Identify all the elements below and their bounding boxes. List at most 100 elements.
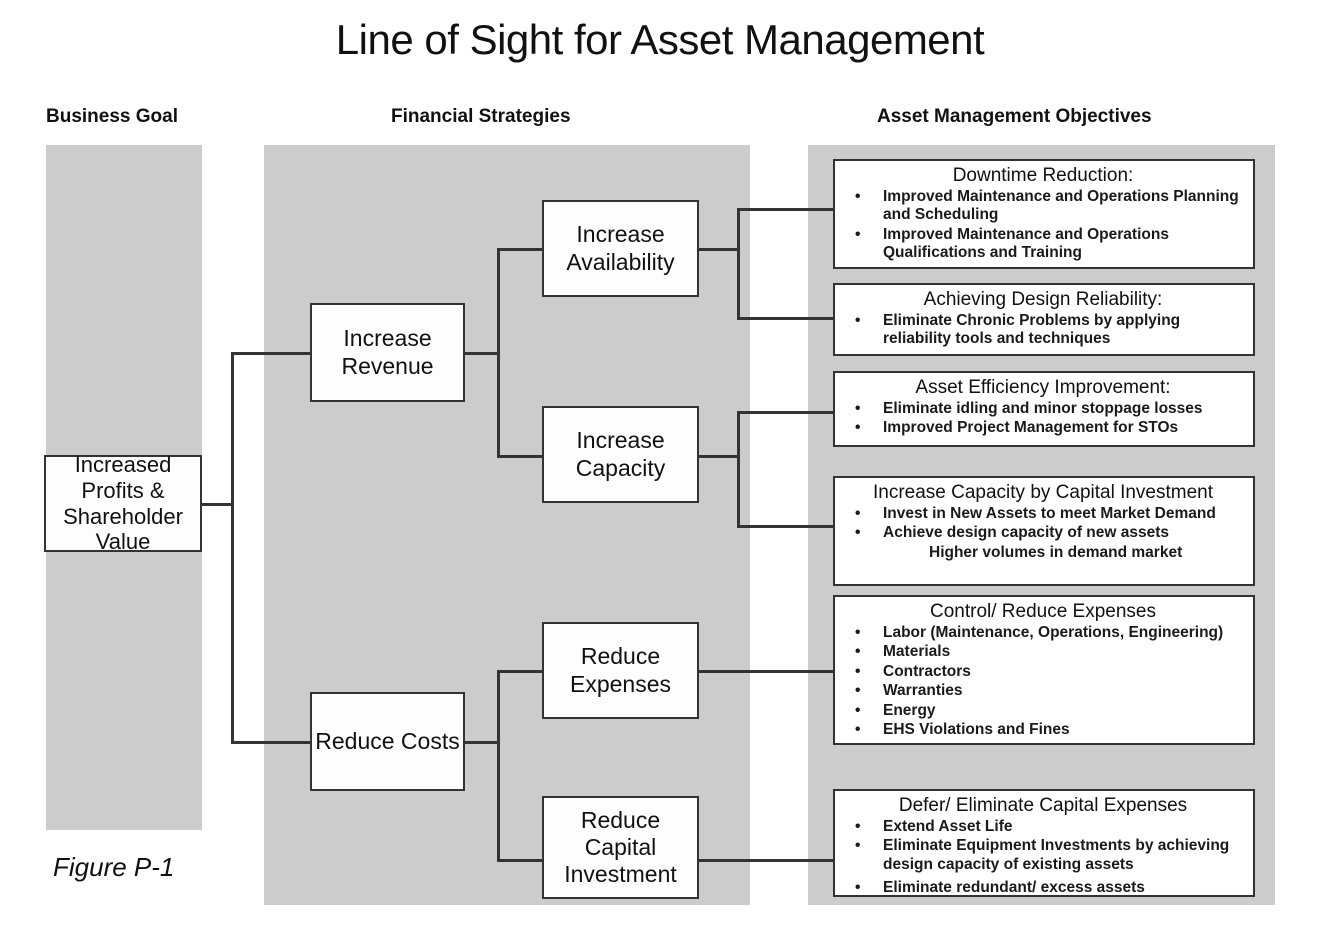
connector-goal-to-spine — [200, 503, 234, 506]
connector-spine-to-increase-capacity — [497, 455, 543, 458]
connector-revenue-spine — [497, 248, 500, 458]
bullet-icon: • — [855, 721, 861, 739]
objective-title: Downtime Reduction: — [952, 165, 1134, 186]
node-reduce-costs[interactable]: Reduce Costs — [310, 692, 465, 791]
list-item: • Eliminate Equipment Investments by ach… — [841, 837, 1245, 874]
list-item: • Eliminate idling and minor stoppage lo… — [841, 400, 1245, 418]
bullet-icon: • — [855, 225, 861, 243]
connector-capacity-to-asset-efficiency — [737, 411, 834, 414]
bullet-icon: • — [855, 817, 861, 835]
connector-costs-spine — [497, 670, 500, 862]
node-business-goal[interactable]: Increased Profits & Shareholder Value — [44, 451, 202, 555]
list-item-text: Extend Asset Life — [883, 817, 1013, 835]
goal-line-3: Shareholder — [63, 503, 183, 529]
node-reduce-expenses[interactable]: Reduce Expenses — [542, 622, 699, 719]
goal-line-4: Value — [95, 529, 151, 555]
connector-expenses-to-control-reduce-expenses — [698, 670, 834, 673]
list-item-text: Improved Project Management for STOs — [883, 419, 1179, 437]
list-item-text: Eliminate Equipment Investments by achie… — [883, 837, 1230, 873]
node-increase-availability[interactable]: Increase Availability — [542, 200, 699, 297]
list-item: • Invest in New Assets to meet Market De… — [841, 505, 1245, 523]
connector-reduce-costs-to-spine — [464, 741, 500, 744]
goal-line-1: Increased — [74, 451, 172, 477]
list-item: • Extend Asset Life — [841, 818, 1245, 836]
list-item-text: Contractors — [883, 662, 971, 680]
list-item: • Improved Project Management for STOs — [841, 419, 1245, 437]
objective-title: Defer/ Eliminate Capital Expenses — [898, 795, 1188, 816]
bullet-icon: • — [855, 504, 861, 522]
node-label: Reduce Capital Investment — [564, 806, 677, 888]
objective-item-list: • Eliminate Chronic Problems by applying… — [841, 312, 1245, 349]
objective-achieving-design-reliability[interactable]: Achieving Design Reliability: • Eliminat… — [833, 283, 1255, 356]
list-item-text: Eliminate redundant/ excess assets — [883, 879, 1145, 897]
list-item-text: Labor (Maintenance, Operations, Engineer… — [883, 623, 1224, 641]
node-label: Increase Capacity — [575, 427, 666, 481]
list-item-text: Warranties — [883, 682, 963, 700]
bullet-icon: • — [855, 419, 861, 437]
page-title: Line of Sight for Asset Management — [335, 16, 985, 63]
bullet-icon: • — [855, 311, 861, 329]
connector-capacity-to-capital-investment-objective — [737, 525, 834, 528]
objective-item-list: • Invest in New Assets to meet Market De… — [841, 505, 1245, 562]
list-item: • Improved Maintenance and Operations Qu… — [841, 226, 1245, 263]
node-increase-revenue[interactable]: Increase Revenue — [310, 303, 465, 402]
list-item: • Improved Maintenance and Operations Pl… — [841, 188, 1245, 225]
connector-availability-to-design-reliability — [737, 317, 834, 320]
connector-availability-spine — [737, 208, 740, 320]
node-label: Reduce Expenses — [569, 643, 671, 697]
bullet-icon: • — [855, 623, 861, 641]
list-item-text: Improved Maintenance and Operations Qual… — [883, 225, 1169, 262]
connector-increase-revenue-to-spine — [464, 352, 500, 355]
node-label: Reduce Costs — [315, 727, 460, 754]
connector-spine-to-reduce-expenses — [497, 670, 543, 673]
objective-title: Control/ Reduce Expenses — [929, 601, 1156, 622]
objective-asset-efficiency-improvement[interactable]: Asset Efficiency Improvement: • Eliminat… — [833, 371, 1255, 447]
objective-increase-capacity-by-capital-investment[interactable]: Increase Capacity by Capital Investment … — [833, 476, 1255, 586]
list-item-text: EHS Violations and Fines — [883, 721, 1070, 739]
list-item-text: Energy — [883, 701, 936, 719]
list-item: • Eliminate Chronic Problems by applying… — [841, 312, 1245, 349]
objective-control-reduce-expenses[interactable]: Control/ Reduce Expenses • Labor (Mainte… — [833, 595, 1255, 745]
bullet-icon: • — [855, 682, 861, 700]
figure-caption: Figure P-1 — [53, 852, 175, 882]
list-item: • EHS Violations and Fines — [841, 721, 1245, 739]
list-item: • Contractors — [841, 663, 1245, 681]
node-increase-capacity[interactable]: Increase Capacity — [542, 406, 699, 503]
list-item-text: Eliminate idling and minor stoppage loss… — [883, 399, 1203, 417]
node-reduce-capital-investment[interactable]: Reduce Capital Investment — [542, 796, 699, 899]
connector-capital-investment-to-defer-eliminate — [698, 859, 834, 862]
connector-goal-spine — [231, 352, 234, 744]
objective-title: Increase Capacity by Capital Investment — [872, 482, 1214, 503]
bullet-icon: • — [855, 837, 861, 855]
connector-spine-to-reduce-capital-investment — [497, 859, 543, 862]
list-item: • Labor (Maintenance, Operations, Engine… — [841, 624, 1245, 642]
list-item: • Eliminate redundant/ excess assets — [841, 879, 1245, 897]
list-item-text: Improved Maintenance and Operations Plan… — [883, 187, 1239, 224]
list-item: • Materials — [841, 643, 1245, 661]
objective-defer-eliminate-capital-expenses[interactable]: Defer/ Eliminate Capital Expenses • Exte… — [833, 789, 1255, 897]
objective-downtime-reduction[interactable]: Downtime Reduction: • Improved Maintenan… — [833, 159, 1255, 269]
list-item-text: Higher volumes in demand market — [929, 543, 1183, 561]
list-item-text: Invest in New Assets to meet Market Dema… — [883, 504, 1216, 522]
connector-spine-to-increase-revenue — [231, 352, 311, 355]
bullet-icon: • — [855, 662, 861, 680]
connector-capacity-spine — [737, 411, 740, 528]
goal-line-2: Profits & — [81, 477, 165, 503]
node-label: Increase Availability — [566, 221, 675, 275]
column-header-business-goal: Business Goal — [46, 106, 178, 127]
bullet-icon: • — [855, 643, 861, 661]
connector-spine-to-increase-availability — [497, 248, 543, 251]
connector-availability-to-downtime-reduction — [737, 208, 834, 211]
list-item: • Warranties — [841, 682, 1245, 700]
bullet-icon: • — [855, 399, 861, 417]
list-item: • Achieve design capacity of new assets — [841, 524, 1245, 542]
objective-item-list: • Eliminate idling and minor stoppage lo… — [841, 400, 1245, 438]
list-item-text: Achieve design capacity of new assets — [883, 524, 1170, 542]
objective-item-list: • Extend Asset Life • Eliminate Equipmen… — [841, 818, 1245, 897]
list-item-text: Materials — [883, 643, 951, 661]
column-header-financial-strategies: Financial Strategies — [391, 106, 571, 127]
list-item: • Higher volumes in demand market — [841, 544, 1245, 562]
bullet-icon: • — [855, 879, 861, 897]
list-item: • Energy — [841, 702, 1245, 720]
